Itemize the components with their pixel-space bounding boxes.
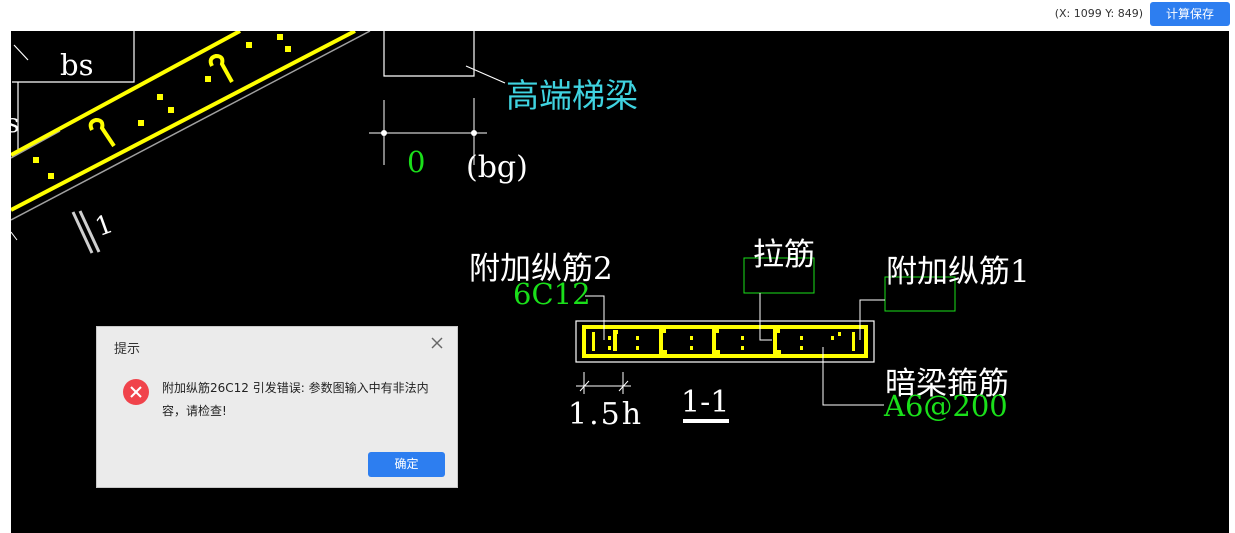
leader-stirrup (822, 347, 884, 406)
label-high-end-beam: 高端梯梁 (506, 76, 638, 115)
section-ties (613, 329, 781, 354)
slab-grey-edge (11, 31, 371, 221)
section-mark-2 (78, 210, 101, 253)
coordinate-readout: (X: 1099 Y: 849) (1054, 7, 1143, 20)
leader-extra-bar-1 (859, 299, 885, 340)
label-dim-bg: (bg) (466, 150, 528, 185)
label-dim-zero: 0 (407, 145, 426, 179)
section-rebar (592, 332, 855, 351)
label-section-1-1: 1-1 (681, 385, 730, 420)
section-label-underline (683, 419, 729, 423)
dim15-tick-right (618, 380, 629, 392)
leader-extra-bar-2 (585, 295, 605, 340)
dim-dot-left (381, 130, 387, 136)
error-dialog: 提示 附加纵筋26C12 引发错误: 参数图输入中有非法内容，请检查! 确定 (96, 326, 458, 488)
dialog-title: 提示 (114, 342, 141, 357)
label-dim-15h: 1.5h (568, 397, 644, 432)
cursor-tick (11, 231, 18, 241)
cad-drawing (11, 31, 956, 423)
calc-save-button[interactable]: 计算保存 (1150, 2, 1230, 26)
section-outer-outline (575, 320, 875, 363)
dim-dot-right (471, 130, 477, 136)
beam-outline (383, 31, 475, 77)
label-hidden-beam-stirrup-value: A6@200 (884, 389, 1008, 423)
label-s: s (11, 109, 20, 139)
top-toolbar: (X: 1099 Y: 849) 计算保存 (0, 0, 1235, 31)
slab-grey-edge-2 (11, 130, 61, 159)
label-extra-bar-2: 附加纵筋2 (469, 251, 613, 287)
cad-canvas[interactable]: bs s 1 高端梯梁 0 (bg) 拉筋 附加纵筋2 6C12 附加纵筋1 暗… (11, 31, 1229, 533)
error-icon (123, 379, 149, 405)
leader-tie-bar (759, 293, 772, 341)
label-hidden-beam-stirrup: 暗梁箍筋 (885, 366, 1009, 402)
label-tie-bar: 拉筋 (753, 237, 815, 273)
section-mark-1 (71, 211, 94, 254)
bs-outline (12, 31, 135, 83)
dim15-tick-left (579, 380, 590, 392)
diagonal-tick (13, 44, 29, 61)
close-icon[interactable] (429, 335, 445, 351)
label-extra-bar-1: 附加纵筋1 (886, 254, 1030, 290)
label-bs: bs (60, 48, 94, 82)
extra-bar-1-box (884, 276, 956, 312)
ok-button[interactable]: 确定 (368, 452, 445, 477)
slab-bottom-edge (11, 31, 356, 212)
label-extra-bar-2-value: 6C12 (513, 277, 591, 311)
beam-leader (465, 65, 506, 84)
slab-hook-2 (208, 53, 234, 83)
right-panel-edge (1229, 31, 1235, 533)
slab-top-edge (11, 31, 241, 157)
slab-hook-1 (88, 117, 116, 148)
tie-bar-box (743, 257, 815, 294)
dialog-message: 附加纵筋26C12 引发错误: 参数图输入中有非法内容，请检查! (162, 381, 429, 418)
section-stirrup (582, 325, 868, 358)
slab-rebar-dots (33, 34, 291, 179)
